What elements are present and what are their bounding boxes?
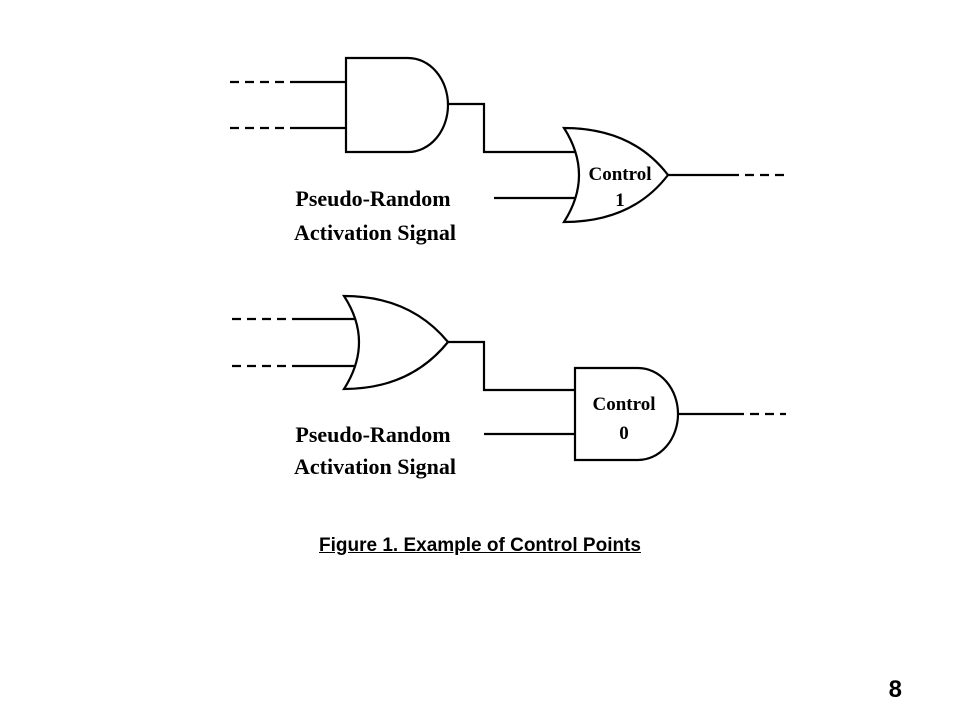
- control-0-label-line1: Control: [593, 394, 656, 415]
- control-1-label-line1: Control: [589, 164, 652, 185]
- bottom-circuit: Control 0 Pseudo-Random Activation Signa…: [232, 294, 786, 479]
- activation-signal-label-bottom-line1: Pseudo-Random: [295, 422, 450, 447]
- control-1-or-gate: [561, 126, 670, 224]
- top-circuit: Control 1 Pseudo-Random Activation Signa…: [230, 56, 786, 245]
- activation-signal-label-top-line1: Pseudo-Random: [295, 186, 450, 211]
- control-1-label-line2: 1: [615, 190, 625, 211]
- activation-signal-label-bottom-line2: Activation Signal: [294, 454, 456, 479]
- control-0-and-gate: [573, 366, 680, 462]
- page-number: 8: [888, 676, 902, 703]
- and-to-or-wire: [448, 102, 575, 154]
- activation-signal-label-top-line2: Activation Signal: [294, 220, 456, 245]
- control-0-label-line2: 0: [619, 423, 629, 444]
- or-to-and-wire: [448, 340, 575, 392]
- or-gate: [341, 294, 450, 391]
- and-gate: [344, 56, 450, 154]
- figure-caption: Figure 1. Example of Control Points: [319, 535, 641, 556]
